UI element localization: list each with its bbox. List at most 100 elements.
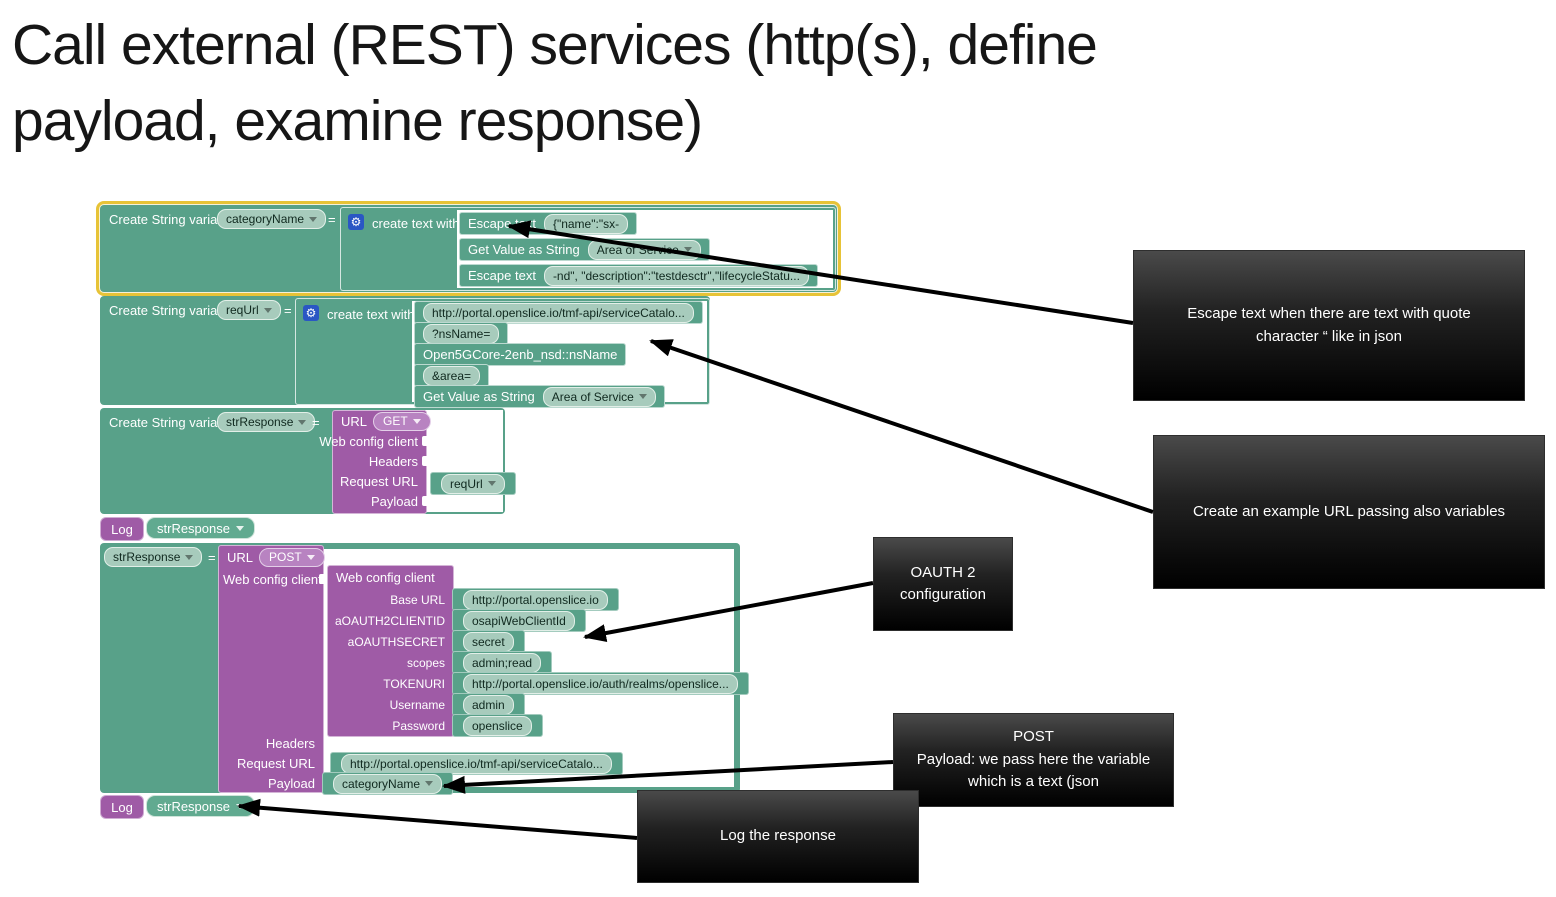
- text-field[interactable]: http://portal.openslice.io/tmf-api/servi…: [341, 753, 612, 774]
- block-strresponse-post[interactable]: strResponse = URL POST Web config client…: [100, 543, 749, 795]
- dropdown-area-of-service[interactable]: Area of Service: [587, 239, 701, 260]
- block-text-username[interactable]: admin: [452, 693, 525, 716]
- chevron-down-icon: [235, 525, 244, 531]
- dropdown-requrl[interactable]: reqUrl: [217, 300, 281, 320]
- chevron-down-icon: [425, 781, 434, 786]
- get-value-label: Get Value as String: [468, 242, 580, 257]
- field-label: aOAUTHSECRET: [347, 634, 445, 649]
- text-field[interactable]: -nd", "description":"testdesctr","lifecy…: [543, 265, 809, 286]
- slot-label: Headers: [368, 453, 418, 469]
- block-text-baseurl[interactable]: http://portal.openslice.io: [452, 588, 619, 611]
- variable-label: strResponse: [157, 520, 230, 536]
- block-text-tokenuri[interactable]: http://portal.openslice.io/auth/realms/o…: [452, 672, 749, 695]
- dropdown-http-method[interactable]: POST: [259, 547, 325, 567]
- chevron-down-icon: [235, 803, 244, 809]
- url-label: URL: [227, 549, 254, 565]
- chevron-down-icon: [309, 216, 318, 222]
- block-log-1[interactable]: Log: [100, 517, 144, 541]
- block-variable-open5gcore[interactable]: Open5GCore-2enb_nsd::nsName: [414, 343, 627, 366]
- text-field[interactable]: secret: [463, 631, 514, 652]
- payload-slot-row: Payload: [219, 773, 323, 793]
- dropdown-value: reqUrl: [450, 476, 483, 491]
- callout-text: POST: [1013, 728, 1054, 746]
- text-field[interactable]: openslice: [463, 715, 532, 736]
- callout-oauth2: OAUTH 2 configuration: [873, 537, 1013, 631]
- text-field[interactable]: &area=: [423, 365, 481, 386]
- block-create-requrl[interactable]: Create String variable reqUrl = ⚙ create…: [100, 296, 710, 408]
- block-url-get[interactable]: URL GET Web config client Headers Reques…: [319, 410, 431, 514]
- callout-log-response: Log the response: [637, 790, 919, 883]
- text-field[interactable]: http://portal.openslice.io: [463, 589, 608, 610]
- field-label: TOKENURI: [383, 676, 445, 691]
- block-text-password[interactable]: openslice: [452, 714, 543, 737]
- equals-sign: =: [284, 303, 292, 318]
- text-field[interactable]: admin;read: [463, 652, 542, 673]
- headers-slot-row: Headers: [219, 733, 323, 753]
- slot-label: Payload: [268, 775, 315, 791]
- block-variable-requrl[interactable]: reqUrl: [430, 472, 516, 495]
- block-text-url[interactable]: http://portal.openslice.io/tmf-api/servi…: [414, 301, 703, 324]
- text-field[interactable]: http://portal.openslice.io/tmf-api/servi…: [423, 302, 694, 323]
- block-text-nsname[interactable]: ?nsName=: [414, 322, 509, 345]
- text-value: http://portal.openslice.io/auth/realms/o…: [472, 676, 729, 691]
- field-label: aOAUTH2CLIENTID: [334, 613, 445, 628]
- escape-text-label: Escape text: [468, 216, 536, 231]
- dropdown-categoryname[interactable]: categoryName: [217, 209, 327, 229]
- webconfig-slot-row: Web config client: [219, 568, 325, 590]
- block-create-categoryname[interactable]: Create String variable categoryName = ⚙ …: [100, 205, 837, 292]
- text-field[interactable]: http://portal.openslice.io/auth/realms/o…: [463, 673, 738, 694]
- text-field[interactable]: osapiWebClientId: [463, 610, 575, 631]
- dropdown-requrl[interactable]: reqUrl: [441, 473, 505, 494]
- create-text-with-label: create text with: [327, 307, 415, 322]
- dropdown-value: strResponse: [226, 415, 294, 429]
- text-value: -nd", "description":"testdesctr","lifecy…: [552, 268, 800, 283]
- block-web-config-client[interactable]: Web config client Base URL aOAUTH2CLIENT…: [327, 565, 454, 737]
- block-variable-strresponse[interactable]: strResponse: [146, 517, 255, 539]
- block-text-secret[interactable]: secret: [452, 630, 525, 653]
- callout-text: Create an example URL passing also varia…: [1192, 502, 1506, 520]
- dropdown-http-method[interactable]: GET: [373, 411, 431, 431]
- field-label-row: aOAUTHSECRET: [328, 631, 453, 652]
- text-field[interactable]: ?nsName=: [423, 323, 500, 344]
- text-value: secret: [472, 634, 505, 649]
- log-label: Log: [111, 799, 133, 815]
- block-create-text-with-1[interactable]: ⚙ create text with Escape text {"name":"…: [340, 207, 836, 291]
- text-field[interactable]: {"name":"sx-: [543, 213, 629, 234]
- text-value: http://portal.openslice.io/tmf-api/servi…: [432, 305, 685, 320]
- block-variable-categoryname[interactable]: categoryName: [322, 772, 454, 795]
- dropdown-value: categoryName: [342, 776, 421, 791]
- gear-icon[interactable]: ⚙: [348, 214, 364, 230]
- field-label: Password: [392, 718, 445, 733]
- block-escape-text-2[interactable]: Escape text -nd", "description":"testdes…: [459, 264, 818, 287]
- escape-text-label: Escape text: [468, 268, 536, 283]
- chevron-down-icon: [306, 554, 315, 560]
- block-text-clientid[interactable]: osapiWebClientId: [452, 609, 586, 632]
- page-title: Call external (REST) services (http(s), …: [12, 13, 1098, 153]
- dropdown-categoryname[interactable]: categoryName: [333, 773, 443, 794]
- url-method-row: URL POST: [219, 546, 325, 568]
- block-text-scopes[interactable]: admin;read: [452, 651, 553, 674]
- block-create-text-with-2[interactable]: ⚙ create text with http://portal.opensli…: [295, 298, 710, 408]
- block-log-2[interactable]: Log: [100, 795, 144, 819]
- dropdown-strresponse[interactable]: strResponse: [217, 412, 316, 432]
- block-variable-strresponse[interactable]: strResponse: [146, 795, 255, 817]
- field-label-row: aOAUTH2CLIENTID: [328, 610, 453, 631]
- block-create-strresponse-get[interactable]: Create String variable strResponse = URL…: [100, 408, 516, 514]
- block-url-post[interactable]: URL POST Web config client Headers Reque…: [218, 545, 325, 793]
- text-value: http://portal.openslice.io: [472, 592, 599, 607]
- field-label: scopes: [406, 655, 445, 670]
- text-field[interactable]: admin: [463, 694, 514, 715]
- block-get-value-as-string-1[interactable]: Get Value as String Area of Service: [459, 238, 710, 261]
- gear-icon[interactable]: ⚙: [303, 305, 319, 321]
- block-escape-text-1[interactable]: Escape text {"name":"sx-: [459, 212, 638, 235]
- requesturl-slot-row: Request URL: [333, 471, 426, 491]
- callout-example-url: Create an example URL passing also varia…: [1153, 435, 1545, 589]
- equals-sign: =: [328, 212, 336, 227]
- dropdown-value: reqUrl: [226, 303, 259, 317]
- dropdown-area-of-service[interactable]: Area of Service: [542, 386, 656, 407]
- create-text-with-label: create text with: [372, 216, 460, 231]
- block-text-area[interactable]: &area=: [414, 364, 490, 387]
- dropdown-value: Area of Service: [596, 242, 679, 257]
- block-get-value-as-string-2[interactable]: Get Value as String Area of Service: [414, 385, 665, 408]
- dropdown-strresponse[interactable]: strResponse: [104, 547, 203, 567]
